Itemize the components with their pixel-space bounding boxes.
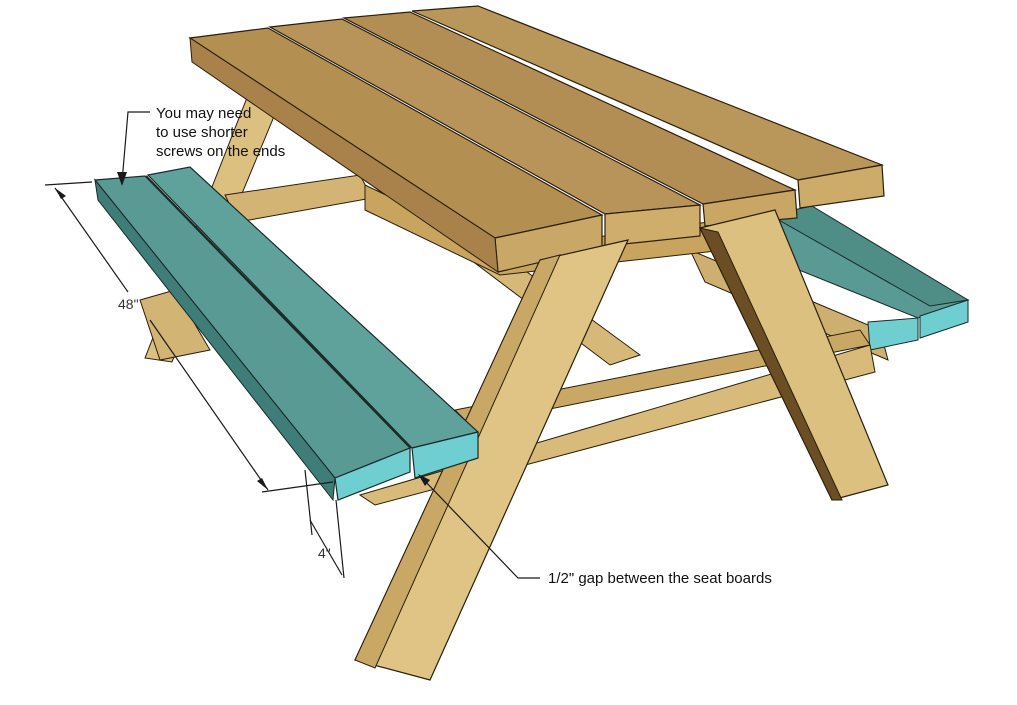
screws-note-line-1: You may need [156, 105, 251, 122]
dim-arrow-bottom-icon [257, 478, 268, 490]
screws-note-line-3: screws on the ends [156, 143, 285, 160]
shorter-screws-annotation: You may need to use shorter screws on th… [117, 105, 285, 186]
gap-note: 1/2" gap between the seat boards [548, 570, 772, 587]
dim-arrow-top-icon [55, 188, 66, 199]
gap-arrow-icon [418, 474, 430, 486]
arrow-head-icon [117, 172, 127, 186]
length-dimension: 48" [44, 181, 334, 493]
gap-annotation: 1/2" gap between the seat boards [418, 474, 772, 587]
table-top [188, 5, 885, 274]
depth-dimension-label: 4" [318, 545, 331, 561]
front-right-leg-edge [699, 227, 843, 501]
depth-dimension: 4" [304, 469, 345, 579]
screws-note-line-2: to use shorter [156, 124, 248, 141]
left-bench [93, 166, 480, 502]
length-dimension-label: 48" [118, 296, 139, 312]
